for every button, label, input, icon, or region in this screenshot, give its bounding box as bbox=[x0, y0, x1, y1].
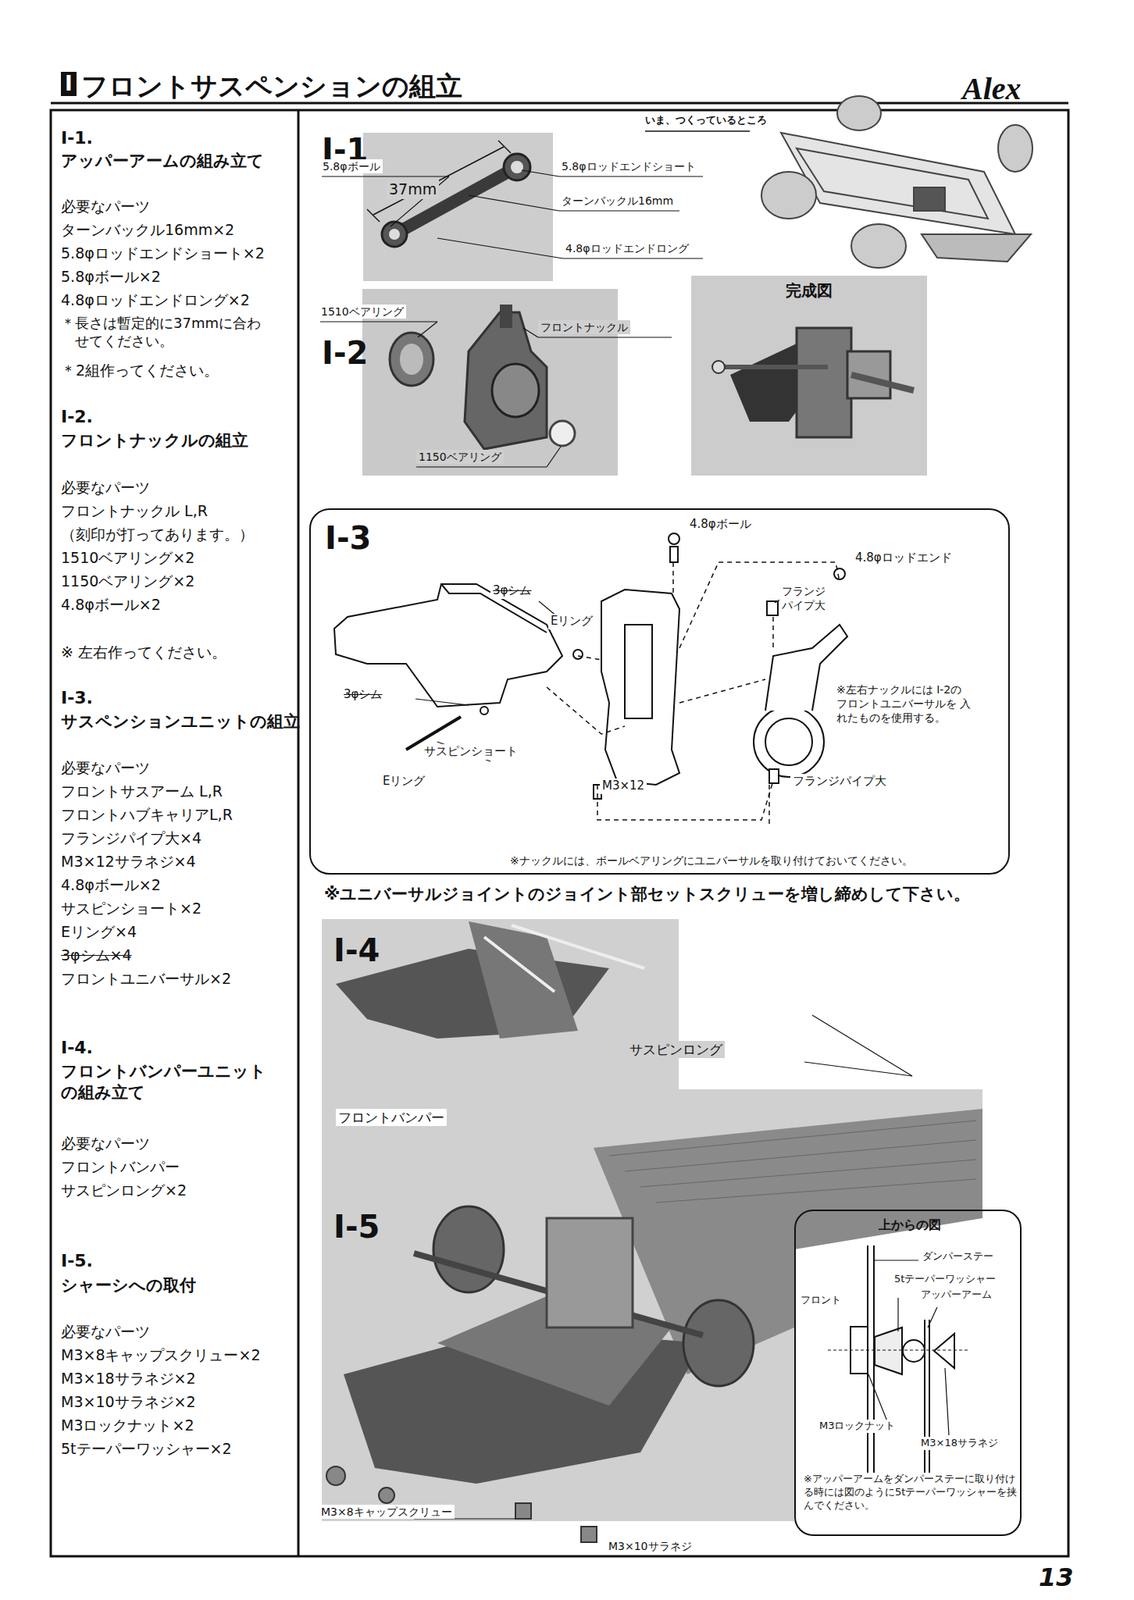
part-label: ターンバックル16mm bbox=[559, 193, 676, 208]
part-label: ※アッパーアームをダンパーステーに取り付ける時には図のように5tテーパーワッシャ… bbox=[801, 1472, 1020, 1513]
part-label: M3ロックナット×2 bbox=[60, 1415, 195, 1436]
part-label: （刻印が打ってあります。） bbox=[60, 524, 254, 545]
part-label: フロントバンパーユニット の組み立て bbox=[60, 1061, 293, 1105]
part-label: M3×10サラネジ bbox=[606, 1539, 695, 1554]
part-label: サスペンションユニットの組立 bbox=[60, 711, 300, 733]
part-label: サスピンロング×2 bbox=[60, 1180, 187, 1201]
part-label: 必要なパーツ bbox=[60, 758, 150, 778]
part-label: 4.8φボール bbox=[687, 517, 754, 533]
part-label: ＊長さは暫定的に37mmに合わ せてください。 bbox=[60, 313, 310, 351]
part-label: アッパーアーム bbox=[918, 1288, 995, 1302]
part-label: 1510ベアリング bbox=[318, 304, 407, 319]
step-box: I-3 bbox=[309, 508, 1010, 875]
leader-lines bbox=[320, 170, 949, 1520]
part-label: M3ロックナット bbox=[816, 1419, 899, 1434]
photo-frame: 完成図 bbox=[691, 275, 928, 476]
part-label: 4.8φボール×2 bbox=[60, 875, 161, 896]
part-label: 5.8φボール×2 bbox=[60, 267, 161, 287]
part-label: フロントバンパー bbox=[60, 1157, 180, 1177]
part-label: フロントナックル bbox=[538, 320, 631, 335]
part-label: 1510ベアリング×2 bbox=[60, 548, 195, 568]
part-label: 37mm bbox=[386, 179, 439, 200]
part-label: 5tテーパーワッシャー bbox=[891, 1273, 999, 1287]
part-label: ※ユニバーサルジョイントのジョイント部セットスクリューを増し締めして下さい。 bbox=[324, 884, 970, 906]
part-label: ※ナックルには、ボールベアリングにユニバーサルを取り付けておいてください。 bbox=[507, 853, 916, 868]
part-label: M3×8キャップスクリュー×2 bbox=[60, 1345, 261, 1366]
part-label: 3φシム×4 bbox=[60, 945, 132, 966]
part-label: M3×10サラネジ×2 bbox=[60, 1392, 197, 1413]
part-label: I-5. bbox=[60, 1250, 93, 1274]
inset-box: 上からの図 bbox=[794, 1209, 1022, 1537]
photo-completed bbox=[691, 275, 928, 476]
part-label: 必要なパーツ bbox=[60, 477, 150, 498]
part-label: 4.8φボール×2 bbox=[60, 595, 161, 615]
part-label: I-2. bbox=[60, 406, 93, 429]
box-heading: 上からの図 bbox=[878, 1217, 942, 1234]
part-label: I-2 bbox=[321, 332, 368, 374]
part-label: M3×8キャップスクリュー bbox=[318, 1504, 455, 1520]
part-label: I-4 bbox=[331, 930, 382, 971]
part-label: 必要なパーツ bbox=[60, 1134, 150, 1154]
car-overview bbox=[761, 96, 1033, 268]
part-label: 3φシム bbox=[341, 687, 385, 703]
part-label: I-5 bbox=[331, 1206, 382, 1248]
part-label: ダンパーステー bbox=[920, 1250, 996, 1264]
exploded-view bbox=[334, 533, 848, 828]
part-label: M3×12サラネジ×4 bbox=[60, 852, 197, 872]
photo-turnbuckle bbox=[363, 132, 553, 282]
part-label: Eリング×4 bbox=[60, 922, 137, 942]
part-label: サスピンショート bbox=[421, 744, 521, 760]
part-label: フロントユニバーサル×2 bbox=[60, 969, 232, 989]
part-label: フランジ パイプ大 bbox=[779, 584, 841, 613]
part-label: I-4. bbox=[60, 1037, 93, 1060]
page-title: フロントサスペンションの組立 bbox=[81, 68, 463, 104]
part-label: サスピンロング bbox=[627, 1041, 725, 1059]
part-label: Eリング bbox=[380, 773, 428, 790]
box-heading: 完成図 bbox=[782, 280, 836, 301]
part-label: フロントナックル L,R bbox=[60, 501, 208, 521]
part-label: アッパーアームの組み立て bbox=[60, 150, 264, 172]
callout-note: いま、つくっているところ bbox=[645, 114, 767, 128]
part-label: 1150ベアリング bbox=[416, 449, 504, 464]
page-number: 13 bbox=[1038, 1561, 1074, 1595]
photo-chassis bbox=[321, 919, 983, 1543]
part-label: フロントサスアーム L,R bbox=[60, 781, 223, 802]
part-label: 必要なパーツ bbox=[60, 1322, 150, 1342]
part-label: ターンバックル16mm×2 bbox=[60, 220, 235, 240]
part-label: 5.8φロッドエンドショート bbox=[559, 159, 699, 174]
section-mark: I bbox=[60, 71, 77, 97]
part-label: I-3. bbox=[60, 687, 93, 710]
part-label: M3×18サラネジ×2 bbox=[60, 1369, 197, 1389]
page-frame bbox=[50, 103, 1069, 1557]
part-label: M3×12 bbox=[599, 778, 647, 795]
brand-logo: Alex bbox=[962, 68, 1022, 110]
box-heading: I-3 bbox=[324, 517, 371, 559]
part-label: フロントバンパー bbox=[335, 1109, 447, 1127]
part-label: 4.8φロッドエンドロング×2 bbox=[60, 290, 250, 311]
part-label: 5.8φロッドエンドショート×2 bbox=[60, 243, 265, 264]
part-label: M3×18サラネジ bbox=[918, 1437, 1001, 1451]
part-label: フロント bbox=[798, 1294, 844, 1308]
part-label: 3φシム bbox=[490, 583, 534, 600]
part-label: 4.8φロッドエンドロング bbox=[563, 241, 692, 256]
part-label: 5tテーパーワッシャー×2 bbox=[60, 1439, 232, 1459]
part-label: フランジパイプ大×4 bbox=[60, 828, 202, 849]
part-label: I-1. bbox=[60, 127, 93, 150]
part-label: 4.8φロッドエンド bbox=[852, 550, 955, 567]
part-label: サスピンショート×2 bbox=[60, 898, 202, 919]
part-label: 必要なパーツ bbox=[60, 196, 150, 217]
part-label: ※左右ナックルには I-2の フロントユニバーサルを 入れたものを使用する。 bbox=[834, 682, 978, 726]
part-label: フロントナックルの組立 bbox=[60, 430, 249, 452]
part-label: ＊2組作ってください。 bbox=[60, 360, 219, 381]
part-label: 5.8φボール bbox=[320, 159, 383, 174]
part-label: フランジパイプ大 bbox=[790, 773, 889, 790]
part-label: Eリング bbox=[548, 613, 596, 630]
part-label: フロントハブキャリアL,R bbox=[60, 805, 233, 825]
part-label: シャーシへの取付 bbox=[60, 1275, 197, 1297]
part-label: 1150ベアリング×2 bbox=[60, 571, 195, 592]
part-label: ※ 左右作ってください。 bbox=[60, 642, 227, 663]
